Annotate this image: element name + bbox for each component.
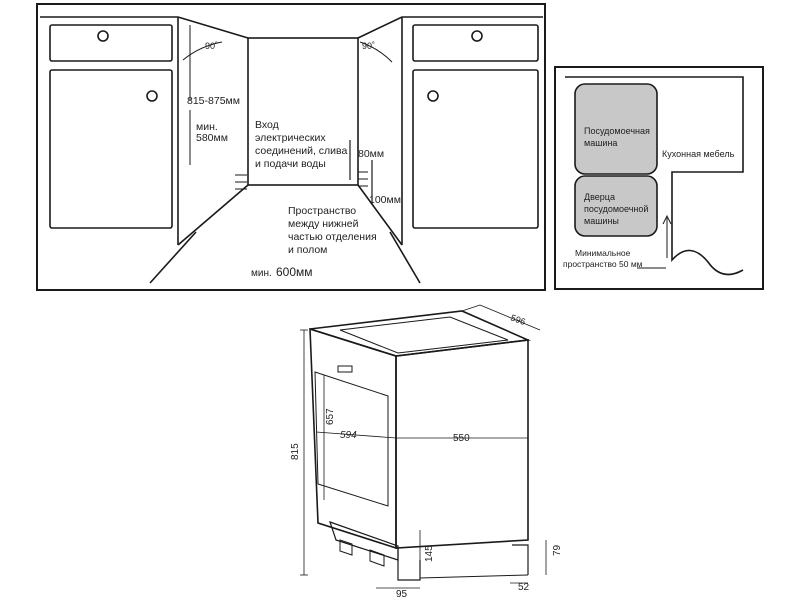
min-width-prefix: мин.	[251, 268, 272, 279]
left-cabinet-door	[49, 69, 173, 229]
left-door-knob	[146, 90, 158, 102]
dishwasher-line-1: Посудомоечная	[584, 126, 650, 136]
plan-labels: Посудомоечная машина Кухонная мебель Две…	[563, 126, 735, 269]
dim-100-label: 100мм	[369, 194, 401, 206]
space-line-1: Пространство	[288, 205, 356, 217]
plan-frame	[554, 66, 764, 290]
furniture-label: Кухонная мебель	[662, 149, 735, 159]
niche-frame	[36, 3, 546, 291]
angle-right-label: 90˚	[362, 41, 375, 51]
door-block	[574, 175, 658, 237]
floor-line-left	[149, 231, 197, 284]
niche-top-left-edge	[177, 16, 249, 39]
dim-596-line	[479, 304, 541, 331]
niche-floor-right	[357, 184, 403, 246]
top-face	[309, 310, 531, 357]
dimension-labels: 550 594 596 815 657 145 95 52 79	[290, 312, 563, 600]
left-drawer	[49, 24, 173, 62]
dim-95-label: 95	[396, 589, 408, 600]
left-drawer-knob	[97, 30, 109, 42]
niche-back-wall	[247, 37, 359, 186]
niche-floor-left	[177, 184, 249, 246]
height-range-label: 815-875мм	[187, 95, 240, 107]
space-line-3: частью отделения	[288, 231, 377, 243]
min-space-line-2: пространство 50 мм	[563, 259, 643, 269]
right-rail-hatch	[358, 171, 368, 187]
niche-panel	[36, 3, 546, 291]
space-line-4: и полом	[288, 244, 327, 256]
dimension-lines	[300, 304, 547, 589]
control-panel	[337, 365, 353, 373]
min-width-value: 600мм	[276, 265, 313, 279]
base-line	[419, 574, 529, 579]
right-door-knob	[427, 90, 439, 102]
plan-panel	[554, 66, 764, 290]
door-line-3: машины	[584, 216, 619, 226]
dim-594-label: 594	[340, 430, 357, 441]
right-drawer	[412, 24, 539, 62]
angle-left-label: 90˚	[205, 41, 218, 51]
dishwasher-line-2: машина	[584, 138, 617, 148]
min-space-prefix: пространство	[563, 259, 619, 269]
min-height-label: 580мм	[196, 132, 228, 144]
top-inner	[339, 316, 509, 354]
dim-596-label: 596	[509, 312, 527, 327]
min-space-value: 50 мм	[619, 259, 643, 269]
kitchen-furniture-outline	[565, 76, 744, 276]
niche-labels: 90˚ 90˚ 815-875мм мин. 580мм Вход электр…	[187, 41, 401, 279]
min-space-line-1: Минимальное	[575, 248, 631, 258]
entry-line-4: и подачи воды	[255, 158, 326, 170]
front-foot	[397, 548, 421, 581]
entry-line-2: электрических	[255, 132, 326, 144]
right-cabinet-door	[412, 69, 539, 229]
right-face	[395, 339, 529, 549]
entry-line-3: соединений, слива	[255, 145, 348, 157]
door-panel	[314, 371, 389, 507]
angle-arc-left	[182, 41, 223, 61]
left-rail-hatch	[235, 174, 247, 190]
niche-top-right-edge	[357, 16, 403, 39]
feet	[339, 539, 385, 567]
dim-657-label: 657	[325, 408, 336, 425]
min-space-arrowhead	[662, 214, 672, 225]
door-line-2: посудомоечной	[584, 204, 648, 214]
right-drawer-knob	[471, 30, 483, 42]
dim-815-label: 815	[290, 443, 301, 460]
min-label: мин.	[196, 121, 218, 133]
space-line-2: между нижней	[288, 218, 359, 230]
door-line-1: Дверца	[584, 192, 615, 202]
dim-80-label: 80мм	[358, 148, 384, 160]
dim-145-label: 145	[424, 545, 435, 562]
floor-line-right	[389, 231, 421, 284]
entry-line-1: Вход	[255, 119, 279, 131]
rear-foot	[512, 544, 529, 575]
angle-arc-right	[359, 41, 393, 63]
dim-550-label: 550	[453, 433, 470, 444]
dim-52-label: 52	[518, 582, 530, 593]
dim-79-label: 79	[552, 544, 563, 556]
dim-594-line	[315, 431, 397, 439]
dishwasher-block	[574, 83, 658, 175]
dishwasher-3d	[309, 310, 531, 581]
